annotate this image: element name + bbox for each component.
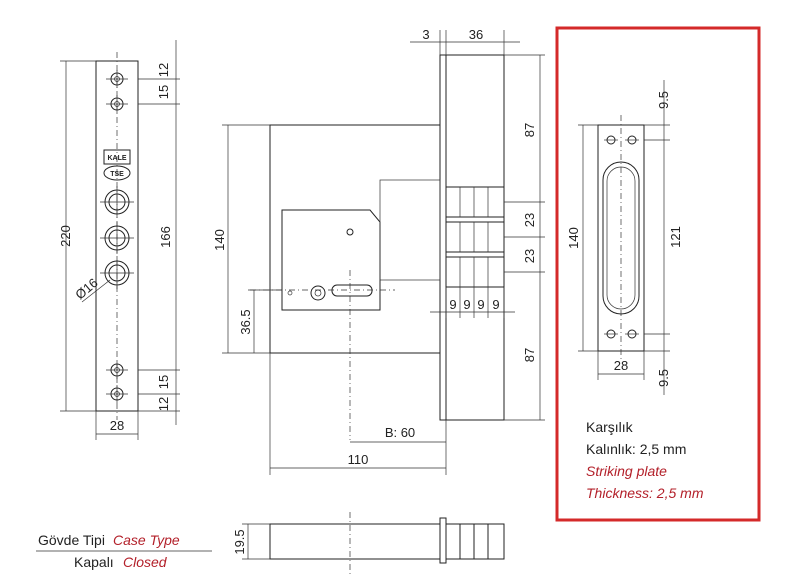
- side-view: 3 36 140 36.5 87 23 23 87 9 9 9 9: [212, 27, 545, 475]
- plate-dim-bottom-9-5: 9.5: [656, 369, 671, 387]
- faceplate-edge: [439, 54, 447, 421]
- faceplate-bottom: [439, 517, 447, 564]
- dim-220: 220: [58, 225, 73, 247]
- follower-hub: [310, 285, 326, 301]
- dim-width-28: 28: [110, 418, 124, 433]
- diameter-leader: [81, 279, 111, 303]
- dim-166: 166: [158, 226, 173, 248]
- legend-case-tr: Gövde Tipi: [38, 532, 105, 548]
- plate-dim-28: 28: [614, 358, 628, 373]
- cylinder-slot: [331, 284, 373, 297]
- dim-top-3: 3: [422, 27, 429, 42]
- dim-right-23-b: 23: [522, 249, 537, 263]
- pivot: [346, 228, 354, 236]
- legend-kind-tr: Kapalı: [74, 554, 114, 570]
- dim-36-5: 36.5: [238, 309, 253, 334]
- dim-140: 140: [212, 229, 227, 251]
- plate-dim-121: 121: [668, 226, 683, 248]
- dim-top-36: 36: [469, 27, 483, 42]
- plate-dim-top-9-5: 9.5: [656, 91, 671, 109]
- dim-right-87-top: 87: [522, 123, 537, 137]
- legend: Gövde Tipi Case Type Kapalı Closed: [36, 532, 212, 570]
- plate-dim-140: 140: [566, 227, 581, 249]
- front-view: KALE TSE Ø16 220 166 12 15: [58, 40, 180, 440]
- legend-kind-en: Closed: [123, 554, 168, 570]
- screw-hole: [604, 329, 618, 339]
- dim-19-5: 19.5: [232, 529, 247, 554]
- plate-thickness-tr: Kalınlık: 2,5 mm: [586, 441, 686, 457]
- plate-thickness-en: Thickness: 2,5 mm: [586, 485, 704, 501]
- forend: [445, 54, 505, 421]
- legend-case-en: Case Type: [113, 532, 180, 548]
- case-bottom: [269, 523, 441, 560]
- dim-bolt-9-a: 9: [449, 297, 456, 312]
- dim-depth-110: 110: [348, 452, 369, 467]
- bolt: [445, 256, 505, 288]
- bolt: [445, 221, 505, 253]
- bottom-view: 19.5: [232, 512, 505, 575]
- dim-bottom-15: 15: [156, 375, 171, 389]
- highlight-frame: [555, 26, 761, 522]
- screw-hole: [604, 135, 618, 145]
- dim-bottom-12: 12: [156, 397, 171, 411]
- plate-label-en: Striking plate: [586, 463, 667, 479]
- dim-right-87-bottom: 87: [522, 348, 537, 362]
- dim-bolt-9-b: 9: [463, 297, 470, 312]
- striking-plate-section: 140 121 9.5 9.5 28 Karşılık Kalınlık: 2,…: [555, 26, 761, 522]
- dim-backset: B: 60: [385, 425, 415, 440]
- mechanism-plate: [281, 209, 381, 311]
- screw-hole: [625, 135, 639, 145]
- bolt: [445, 186, 505, 218]
- dim-top-15: 15: [156, 85, 171, 99]
- screw-hole: [625, 329, 639, 339]
- lock-case: [269, 124, 441, 354]
- plate-label-tr: Karşılık: [586, 419, 634, 435]
- dim-top-12: 12: [156, 63, 171, 77]
- dim-bolt-9-d: 9: [492, 297, 499, 312]
- dim-right-23-a: 23: [522, 213, 537, 227]
- dim-bolt-9-c: 9: [477, 297, 484, 312]
